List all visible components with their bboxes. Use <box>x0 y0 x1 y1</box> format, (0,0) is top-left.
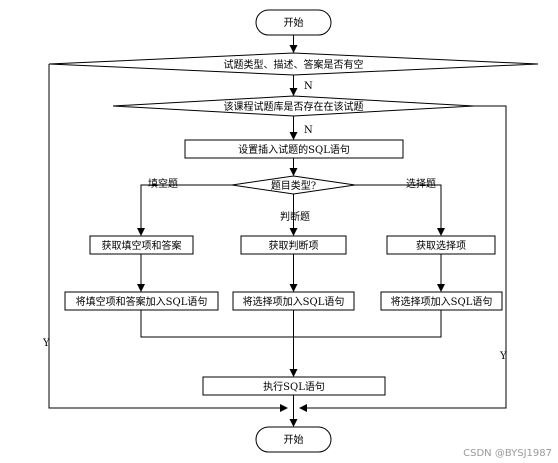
edge-check-exists-yes <box>299 105 507 412</box>
decision-check-exists-label: 该课程试题库是否存在在该试题 <box>224 100 364 113</box>
process-add-judge-label: 将选择项加入SQL语句 <box>243 295 345 308</box>
end-terminator <box>255 426 332 453</box>
process-get-choice-label: 获取选择项 <box>416 239 466 252</box>
edge-type-to-choice <box>355 184 445 236</box>
edge-label-judge: 判断题 <box>280 210 310 223</box>
edge-add-choice-merge <box>293 310 442 338</box>
edge-label-n2: N <box>304 125 313 136</box>
process-add-choice-label: 将选择项加入SQL语句 <box>391 295 493 308</box>
process-exec-sql-label: 执行SQL语句 <box>263 380 325 393</box>
process-set-sql-label: 设置插入试题的SQL语句 <box>238 143 350 156</box>
start-label: 开始 <box>284 16 304 29</box>
process-add-fill-label: 将填空项和答案加入SQL语句 <box>76 295 208 308</box>
process-get-judge-label: 获取判断项 <box>269 239 319 252</box>
edge-label-y-left: Y <box>42 338 50 349</box>
decision-check-empty-label: 试题类型、描述、答案是否有空 <box>224 58 364 71</box>
end-label: 开始 <box>284 433 304 446</box>
edge-add-fill-merge <box>140 310 294 338</box>
edge-label-choice: 选择题 <box>406 177 436 190</box>
edge-label-fill: 填空题 <box>148 177 178 190</box>
edge-type-to-fill <box>137 184 232 236</box>
edge-label-n1: N <box>304 81 313 92</box>
decision-question-type-label: 题目类型? <box>271 179 316 192</box>
process-get-fill-label: 获取填空项和答案 <box>102 239 182 252</box>
edge-label-y-right: Y <box>499 351 507 362</box>
watermark: CSDN @BYSJ1987 <box>463 448 552 459</box>
edge-check-empty-yes <box>48 64 288 412</box>
